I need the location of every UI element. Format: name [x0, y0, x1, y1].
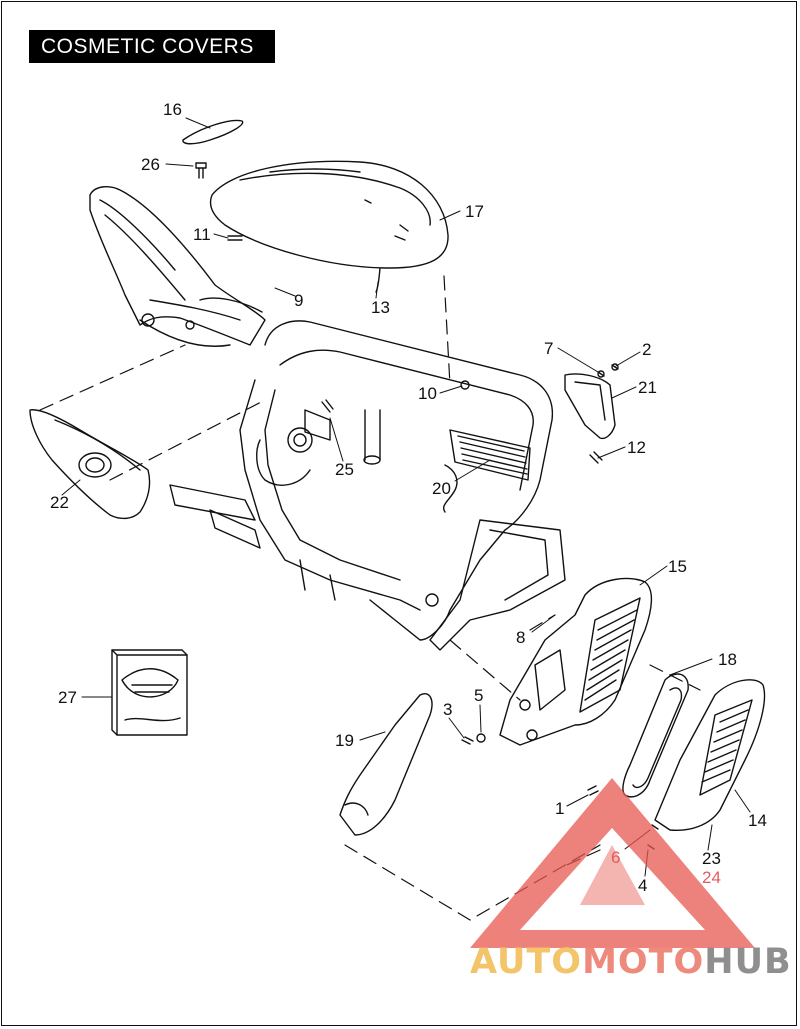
part-17-tank-cover [209, 160, 449, 293]
rear-fender-frame [89, 186, 266, 347]
callout-25: 25 [335, 460, 354, 479]
callout-22: 22 [50, 493, 69, 512]
callout-14: 14 [748, 811, 767, 830]
callout-19: 19 [335, 731, 354, 750]
part-19-lower-cover [339, 693, 433, 836]
part-26-clip [195, 162, 207, 179]
callout-13: 13 [371, 298, 390, 317]
callout-16: 16 [163, 100, 182, 119]
callout-11: 11 [193, 225, 211, 244]
callout-27: 27 [58, 688, 77, 707]
callout-4: 4 [638, 876, 647, 895]
part-21-cover [564, 373, 616, 440]
part-12-nut [589, 451, 603, 464]
part-10-washer [460, 380, 470, 390]
part-27-box [111, 649, 188, 736]
part-16-badge [182, 119, 244, 145]
callout-12: 12 [627, 438, 646, 457]
part-11-clip [227, 235, 243, 241]
watermark-part-auto: AUTO [470, 942, 583, 982]
watermark-logo-text: AUTOMOTOHUB [470, 942, 792, 982]
part-14-outer-cover [654, 679, 766, 832]
callout-1: 1 [555, 799, 564, 818]
page-title: COSMETIC COVERS [29, 30, 275, 63]
watermark-part-hub: HUB [704, 942, 792, 982]
leader-lines [61, 117, 751, 877]
callout-10: 10 [418, 384, 437, 403]
callout-18: 18 [718, 650, 737, 669]
callout-8: 8 [516, 628, 525, 647]
part-15-inner-cover [499, 577, 653, 746]
callout-9: 9 [294, 291, 303, 310]
callout-20: 20 [432, 479, 451, 498]
watermark-triangle-icon [470, 778, 755, 948]
callout-21: 21 [638, 378, 657, 397]
part-25-screw [321, 399, 334, 413]
callout-5: 5 [474, 686, 483, 705]
callout-6: 6 [611, 848, 620, 867]
callout-24: 24 [702, 868, 721, 887]
main-frame [169, 320, 566, 651]
watermark-part-moto: MOTO [582, 942, 705, 982]
callout-23: 23 [702, 849, 721, 868]
part-18-trim [622, 673, 689, 798]
part-22-side-cover [29, 409, 151, 520]
callout-15: 15 [668, 557, 687, 576]
part-20-grille [449, 429, 531, 481]
callout-7: 7 [544, 339, 553, 358]
callout-3: 3 [443, 700, 452, 719]
callout-17: 17 [465, 202, 484, 221]
callout-2: 2 [642, 340, 651, 359]
part-2-7-fasteners [597, 363, 619, 378]
callout-26: 26 [141, 155, 160, 174]
callout-labels: 16 26 17 11 9 13 7 2 10 21 12 25 20 22 1… [50, 100, 767, 895]
